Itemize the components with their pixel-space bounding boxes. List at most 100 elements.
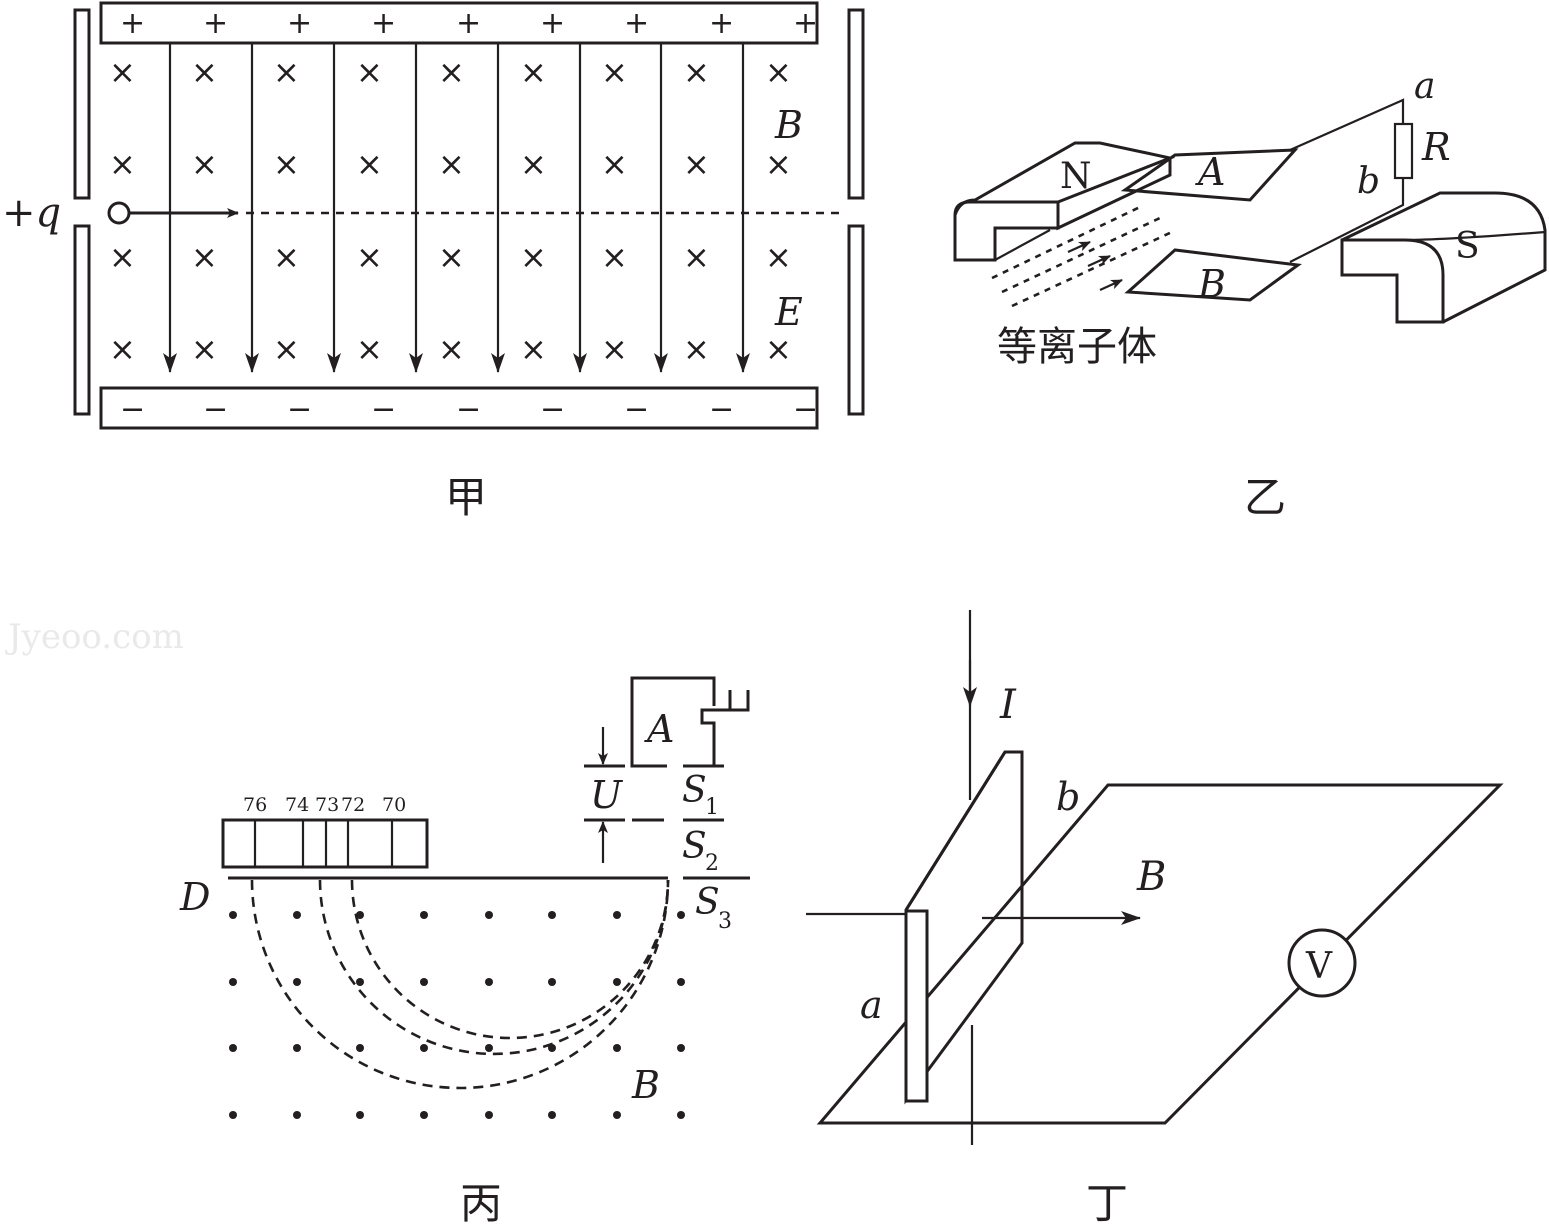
plus-signs: +++++++++ — [120, 6, 818, 41]
minus-signs: −−−−−−−−− — [120, 392, 818, 427]
plasma-arrow-2 — [1087, 254, 1111, 268]
cross-mark: × — [438, 53, 465, 91]
s3-sub: 3 — [718, 909, 732, 934]
cross-mark: × — [273, 238, 300, 276]
cross-mark: × — [273, 145, 300, 183]
plate-a-label: A — [1195, 150, 1225, 194]
field-dot — [613, 1111, 621, 1119]
watermark: Jyeoo.com — [5, 617, 184, 657]
cross-mark: × — [683, 238, 710, 276]
cross-mark: × — [273, 330, 300, 368]
s1-sub: 1 — [705, 795, 719, 820]
field-dot — [548, 911, 556, 919]
field-dot — [420, 978, 428, 986]
plasma-label: 等离子体 — [997, 324, 1157, 370]
field-dot — [485, 1044, 493, 1052]
s2-label: S — [682, 826, 707, 867]
panel-jia: +++++++++ −−−−−−−−− ××××××××××××××××××××… — [2, 1, 865, 522]
resistor — [1393, 122, 1414, 180]
cross-mark: × — [601, 238, 628, 276]
cross-mark: × — [520, 53, 547, 91]
trajectory-72 — [350, 879, 670, 1040]
face-b-label: b — [1056, 775, 1080, 819]
cross-mark: × — [438, 330, 465, 368]
right-plate-top — [847, 8, 865, 200]
b-field-label: B — [774, 103, 803, 147]
cross-mark: × — [601, 330, 628, 368]
ion-source-box — [630, 676, 716, 768]
cross-mark: × — [191, 330, 218, 368]
charge-particle — [107, 201, 131, 225]
cross-mark: × — [438, 238, 465, 276]
mass-number-76: 76 — [243, 794, 267, 816]
positive-plate — [99, 1, 819, 45]
s2-sub: 2 — [705, 851, 719, 876]
electric-field-lines — [163, 43, 750, 373]
minus-sign: − — [540, 392, 565, 427]
plus-sign: + — [624, 6, 649, 41]
cross-mark: × — [356, 330, 383, 368]
conductor-edge — [904, 751, 1007, 911]
n-label: N — [1060, 156, 1092, 197]
conductor-front-face — [904, 909, 929, 1103]
magnetic-field-dots — [229, 911, 685, 1119]
plus-sign: + — [287, 6, 312, 41]
ion-source-nozzle — [728, 690, 750, 712]
cross-mark: × — [765, 145, 792, 183]
field-dot — [229, 1044, 237, 1052]
cross-mark: × — [601, 53, 628, 91]
field-dot — [356, 978, 364, 986]
cross-mark: × — [191, 145, 218, 183]
mass-number-74: 74 — [285, 794, 309, 816]
cross-mark: × — [683, 53, 710, 91]
field-dot — [356, 911, 364, 919]
cross-mark: × — [356, 53, 383, 91]
ion-source-label: A — [644, 707, 674, 751]
cross-mark: × — [191, 53, 218, 91]
field-dot — [485, 978, 493, 986]
field-dot — [293, 978, 301, 986]
s-magnet — [1340, 238, 1445, 324]
voltmeter-label: V — [1305, 946, 1333, 987]
plus-sign: + — [540, 6, 565, 41]
plate-b-label: B — [1197, 262, 1226, 306]
e-field-label: E — [774, 290, 803, 334]
field-dot — [677, 978, 685, 986]
field-dot — [677, 1044, 685, 1052]
plus-sign: + — [793, 6, 818, 41]
left-plate-bottom — [73, 224, 91, 416]
panel-bing: 76 74 73 72 70 D A U S 1 S 2 S 3 B 丙 — [179, 676, 750, 1227]
caption-ding: 丁 — [1086, 1179, 1128, 1227]
right-plate-bottom — [847, 224, 865, 416]
b-field-label: B — [631, 1063, 660, 1107]
plasma-stream-3 — [1011, 230, 1173, 308]
field-dot — [613, 911, 621, 919]
left-plate-top — [73, 8, 91, 200]
face-a-label: a — [860, 983, 883, 1027]
minus-sign: − — [456, 392, 481, 427]
cross-mark: × — [109, 145, 136, 183]
field-dot — [293, 1111, 301, 1119]
field-dot — [293, 911, 301, 919]
node-b-label: b — [1357, 161, 1380, 202]
cross-mark: × — [356, 145, 383, 183]
field-dot — [420, 1044, 428, 1052]
field-dot — [356, 1111, 364, 1119]
panel-yi: N S A B R a b 等离子体 乙 — [953, 66, 1547, 522]
n-magnet-side — [1056, 158, 1172, 231]
plasma-arrow-1 — [1067, 240, 1091, 254]
cross-mark: × — [765, 53, 792, 91]
minus-sign: − — [120, 392, 145, 427]
cross-mark: × — [765, 238, 792, 276]
cross-mark: × — [520, 330, 547, 368]
minus-sign: − — [624, 392, 649, 427]
plus-sign: + — [456, 6, 481, 41]
trajectory-76 — [250, 879, 670, 1090]
plus-sign: + — [371, 6, 396, 41]
plus-sign: + — [120, 6, 145, 41]
minus-sign: − — [793, 392, 818, 427]
caption-yi: 乙 — [1244, 473, 1286, 522]
wire-a — [1289, 98, 1405, 152]
trajectory-73 — [318, 879, 670, 1056]
